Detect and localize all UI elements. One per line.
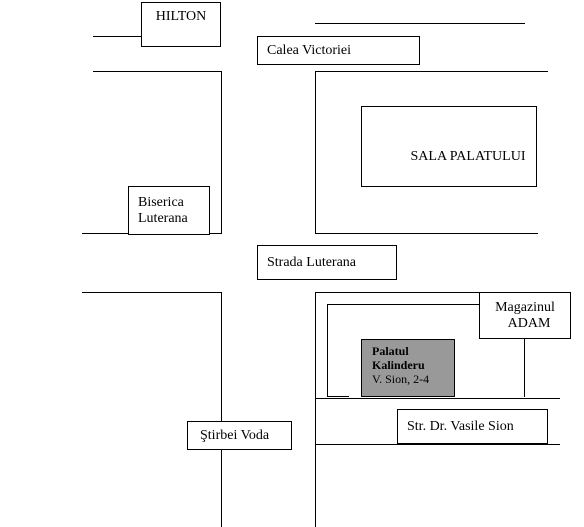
str-vasile-sion-label: Str. Dr. Vasile Sion — [397, 409, 548, 444]
building-outline — [141, 2, 221, 47]
palatul-line2: Kalinderu — [372, 358, 425, 372]
biserica-line1: Biserica — [138, 195, 184, 210]
magazinul-line2: ADAM — [507, 316, 551, 331]
strada-luterana-label: Strada Luterana — [257, 245, 397, 280]
stirbei-voda-label: Ştirbei Voda — [187, 421, 292, 450]
calea-victoriei-label: Calea Victoriei — [257, 36, 420, 65]
sala-palatului-label: SALA PALATULUI — [410, 149, 526, 164]
biserica-line2: Luterana — [138, 211, 188, 226]
hilton-label: HILTON — [155, 9, 207, 24]
palatul-line1: Palatul — [372, 344, 409, 358]
magazinul-adam-label: Magazinul ADAM — [479, 292, 571, 339]
palatul-kalinderu-highlight: Palatul Kalinderu V. Sion, 2-4 — [361, 339, 455, 397]
magazinul-line1: Magazinul — [495, 300, 555, 315]
palatul-address: V. Sion, 2-4 — [372, 372, 430, 386]
biserica-luterana-label: Biserica Luterana — [128, 186, 210, 235]
building-outline — [361, 106, 537, 187]
